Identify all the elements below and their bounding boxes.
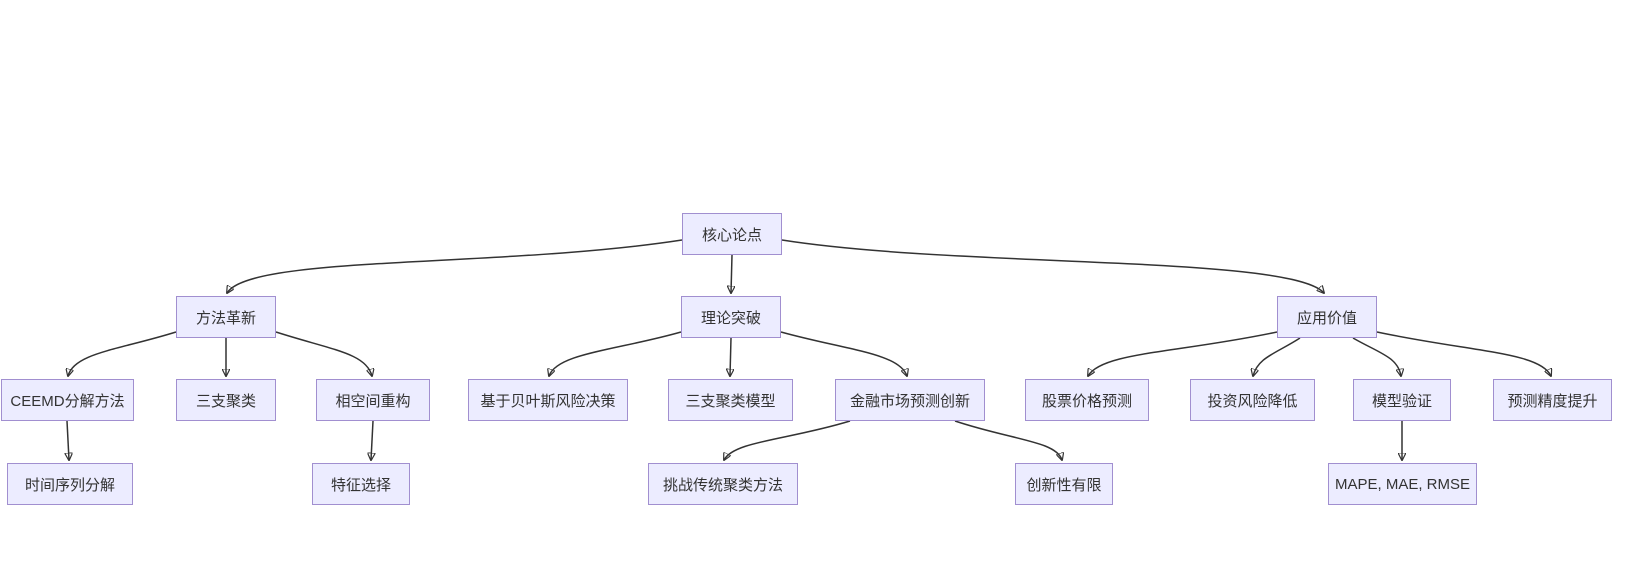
node-time-series-decomposition: 时间序列分解 bbox=[7, 463, 133, 505]
node-challenge-traditional-clustering: 挑战传统聚类方法 bbox=[648, 463, 798, 505]
edge-method-to-phase-space bbox=[275, 331, 372, 376]
node-feature-selection: 特征选择 bbox=[312, 463, 410, 505]
node-stock-price-prediction: 股票价格预测 bbox=[1025, 379, 1149, 421]
node-limited-innovation: 创新性有限 bbox=[1015, 463, 1113, 505]
edge-ceemd-to-time-series bbox=[67, 420, 69, 460]
edge-fin-market-to-limited bbox=[954, 420, 1062, 460]
node-three-way-clustering-model: 三支聚类模型 bbox=[668, 379, 793, 421]
node-phase-space-reconstruction: 相空间重构 bbox=[316, 379, 430, 421]
node-error-metrics: MAPE, MAE, RMSE bbox=[1328, 463, 1477, 505]
node-core-thesis: 核心论点 bbox=[682, 213, 782, 255]
edge-phase-space-to-feature bbox=[371, 420, 373, 460]
edge-value-to-invest bbox=[1253, 337, 1301, 376]
edge-theory-to-bayes bbox=[549, 331, 682, 376]
node-model-validation: 模型验证 bbox=[1353, 379, 1451, 421]
edge-value-to-stock bbox=[1088, 331, 1278, 376]
edge-theory-to-fin-market bbox=[780, 331, 907, 376]
edge-method-to-ceemd bbox=[68, 331, 177, 376]
edge-core-to-method bbox=[227, 239, 683, 293]
node-prediction-accuracy-improvement: 预测精度提升 bbox=[1493, 379, 1612, 421]
node-application-value: 应用价值 bbox=[1277, 296, 1377, 338]
node-three-way-clustering: 三支聚类 bbox=[176, 379, 276, 421]
edge-theory-to-twc-model bbox=[730, 337, 731, 376]
edge-core-to-value bbox=[781, 239, 1324, 293]
node-bayesian-risk-decision: 基于贝叶斯风险决策 bbox=[468, 379, 628, 421]
node-theory-breakthrough: 理论突破 bbox=[681, 296, 781, 338]
node-investment-risk-reduction: 投资风险降低 bbox=[1190, 379, 1315, 421]
edge-fin-market-to-challenge bbox=[724, 420, 851, 460]
edge-core-to-theory bbox=[731, 254, 732, 293]
node-ceemd-decomposition: CEEMD分解方法 bbox=[1, 379, 134, 421]
edge-value-to-model-val bbox=[1352, 337, 1401, 376]
node-financial-market-prediction-innovation: 金融市场预测创新 bbox=[835, 379, 985, 421]
node-method-innovation: 方法革新 bbox=[176, 296, 276, 338]
edge-value-to-precision bbox=[1376, 331, 1551, 376]
